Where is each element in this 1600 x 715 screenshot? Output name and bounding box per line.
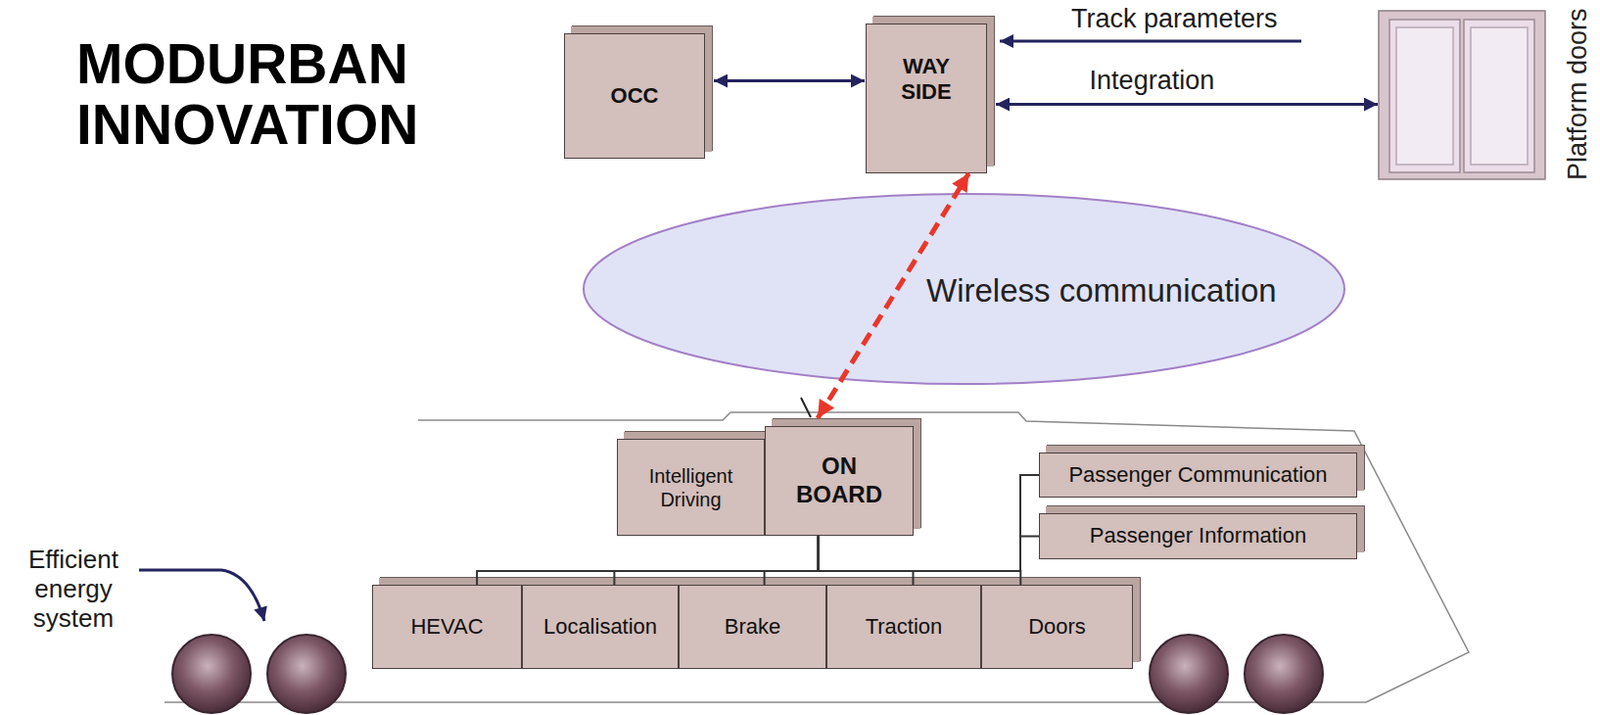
title: MODURBAN INNOVATION: [76, 33, 449, 155]
subsystem-box: Localisation: [521, 584, 679, 669]
train-outline: [164, 412, 1469, 703]
note-label: Efficient energy system: [19, 544, 128, 633]
bus-line: [818, 535, 1022, 585]
ellipse-outline: [583, 193, 1345, 384]
wayside-box: WAY SIDE: [865, 23, 988, 174]
box-text: WAY SIDE: [887, 53, 966, 106]
box-text: Traction: [865, 613, 943, 640]
function-box: Intelligent Driving: [616, 438, 765, 536]
data-link-arrow: [713, 79, 865, 83]
box-text: Brake: [724, 613, 781, 640]
bus-line: [818, 535, 1039, 571]
signal-label: Track parameters: [1071, 3, 1278, 35]
wheel: [1244, 634, 1323, 713]
function-box: Passenger Communication: [1038, 452, 1358, 498]
door-panel: [1470, 27, 1528, 165]
antenna: [800, 397, 811, 418]
door-panel: [1463, 19, 1535, 173]
box-text: Intelligent Driving: [632, 464, 751, 512]
wireless-ellipse: Wireless communication: [581, 191, 1347, 386]
bus-line: [818, 474, 1039, 571]
track-parameters-arrow: [999, 40, 1302, 44]
wheel: [172, 634, 251, 713]
box-text: Passenger Information: [1089, 522, 1307, 549]
bus-line: [818, 535, 914, 585]
subsystem-box: Traction: [826, 584, 982, 669]
box-text: HEVAC: [410, 613, 483, 640]
onboard-box: ON BOARD: [764, 425, 914, 536]
wheel: [267, 634, 346, 713]
edge-label: Integration: [1087, 65, 1218, 96]
function-box: Passenger Information: [1038, 513, 1358, 560]
integration-arrow: [995, 102, 1378, 106]
door-panel: [1378, 10, 1546, 180]
door-illustration: [1377, 9, 1547, 182]
box-text: ON BOARD: [785, 452, 894, 510]
subsystem-box: HEVAC: [372, 584, 522, 669]
platform-doors: Platform doors: [1377, 9, 1596, 182]
box-text: Passenger Communication: [1068, 462, 1327, 488]
door-panel: [1389, 19, 1460, 173]
rotated-label: Platform doors: [1562, 7, 1593, 181]
wheel: [1149, 634, 1228, 713]
box-text: OCC: [611, 83, 659, 109]
bus-line: [613, 535, 818, 585]
bus-line: [764, 535, 819, 585]
wireless-link: [817, 173, 969, 419]
control-centre-box: OCC: [564, 33, 706, 159]
door-panel: [1396, 27, 1454, 165]
box-text: Localisation: [543, 613, 658, 640]
box-text: Doors: [1028, 613, 1086, 640]
subsystem-box: Brake: [678, 584, 827, 669]
energy-arrow: [139, 569, 265, 621]
subsystem-box: Doors: [981, 584, 1133, 669]
bus-line: [476, 535, 819, 585]
ellipse-text: Wireless communication: [926, 272, 1277, 310]
